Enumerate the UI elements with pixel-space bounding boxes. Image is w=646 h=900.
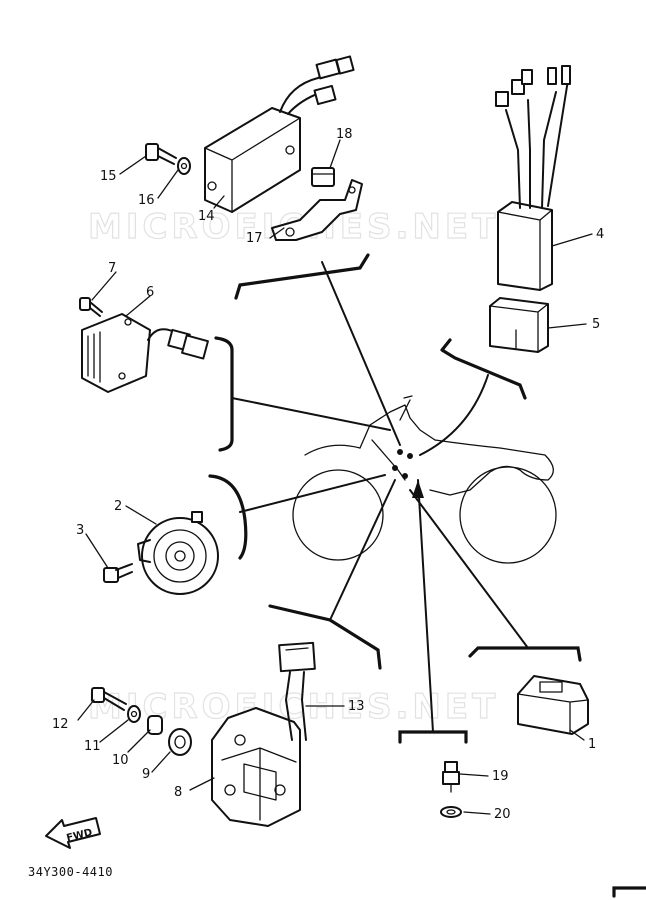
part-relay-8 — [211, 641, 316, 827]
callout-12: 12 — [52, 717, 69, 732]
part-cover-5 — [489, 297, 549, 353]
part-cdi-unit — [204, 55, 355, 213]
part-unit-1 — [517, 675, 589, 735]
part-damper-18 — [311, 167, 335, 187]
callout-7: 7 — [108, 261, 116, 276]
callout-3: 3 — [76, 523, 84, 538]
callout-labels: 15 16 14 17 18 4 5 7 6 2 3 13 12 11 10 9… — [52, 127, 604, 822]
callout-11: 11 — [84, 739, 101, 754]
leader-lines — [77, 139, 593, 815]
callout-14: 14 — [198, 209, 215, 224]
callout-9: 9 — [142, 767, 150, 782]
part-grommet-9 — [168, 728, 192, 756]
callout-1: 1 — [588, 737, 596, 752]
callout-15: 15 — [100, 169, 117, 184]
callout-16: 16 — [138, 193, 155, 208]
part-switch-19 — [442, 761, 460, 793]
callout-20: 20 — [494, 807, 511, 822]
callout-6: 6 — [146, 285, 154, 300]
callout-10: 10 — [112, 753, 129, 768]
part-washer-11 — [127, 705, 141, 723]
part-box-4 — [495, 65, 571, 291]
location-lines — [208, 253, 582, 744]
callout-17: 17 — [246, 231, 263, 246]
part-bolt-12 — [91, 687, 127, 711]
part-bracket-17 — [271, 179, 363, 241]
part-horn-2 — [137, 511, 219, 595]
part-collar-10 — [147, 715, 163, 735]
callout-19: 19 — [492, 769, 509, 784]
part-bolt-3 — [103, 563, 133, 583]
part-washer-20 — [440, 806, 462, 818]
callout-2: 2 — [114, 499, 122, 514]
callout-5: 5 — [592, 317, 600, 332]
fwd-arrow: FWD — [45, 817, 101, 849]
drawing-code: 34Y300-4410 — [28, 865, 113, 879]
corner-mark — [612, 886, 646, 898]
callout-8: 8 — [174, 785, 182, 800]
part-regulator-6 — [81, 313, 209, 393]
callout-18: 18 — [336, 127, 353, 142]
motorcycle-silhouette — [292, 395, 557, 564]
part-bolt-7 — [79, 297, 103, 317]
callout-13: 13 — [348, 699, 365, 714]
part-bolt-15 — [145, 143, 191, 175]
callout-4: 4 — [596, 227, 604, 242]
